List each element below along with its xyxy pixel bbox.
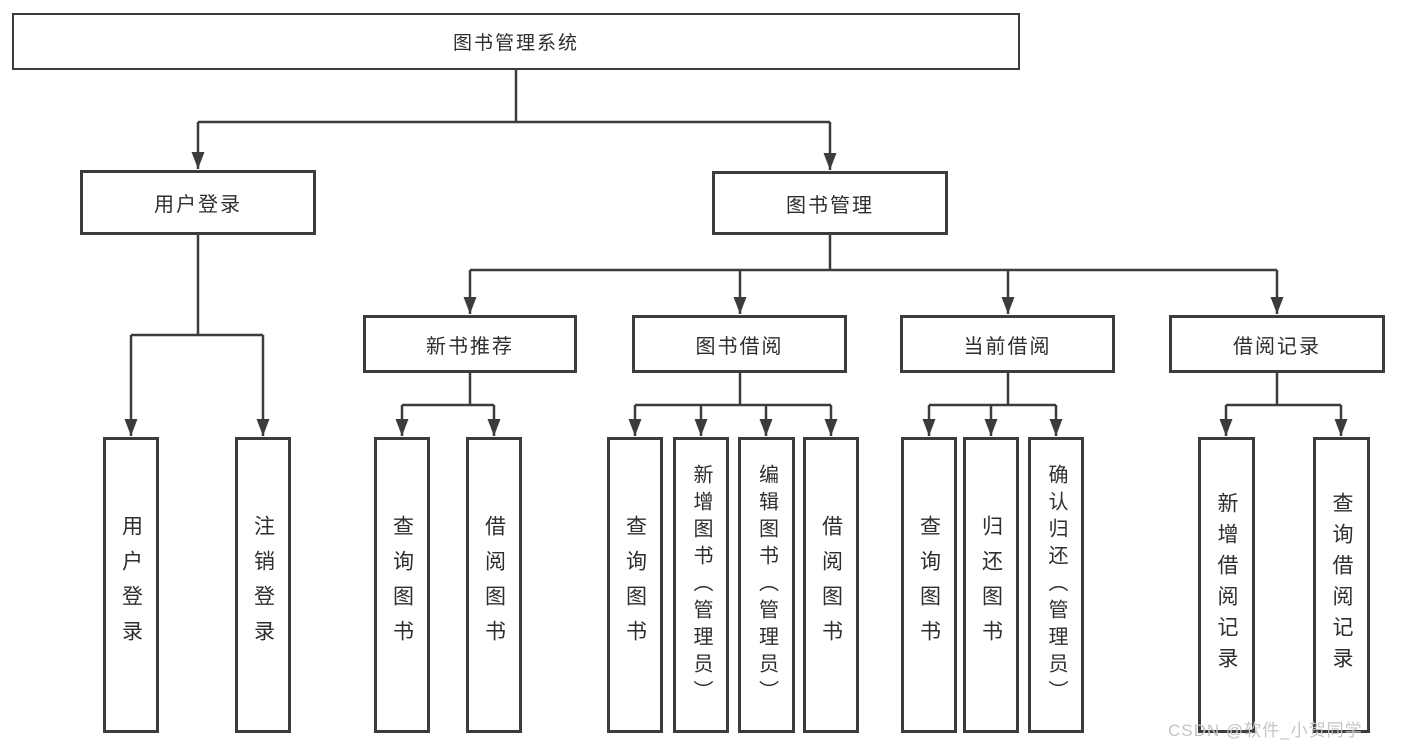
leaf-query-books-recommend: 查询图书 bbox=[374, 437, 430, 733]
leaf-label: 确认归还（管理员） bbox=[1045, 463, 1067, 707]
node-label: 新书推荐 bbox=[426, 335, 514, 358]
leaf-label: 归还图书 bbox=[979, 515, 1003, 655]
leaf-borrow-books: 借阅图书 bbox=[803, 437, 859, 733]
csdn-watermark: CSDN @软件_小贺同学 bbox=[1168, 721, 1363, 740]
node-label: 图书借阅 bbox=[695, 335, 784, 358]
node-label: 借阅记录 bbox=[1233, 335, 1321, 358]
leaf-label: 编辑图书（管理员） bbox=[755, 463, 778, 707]
leaf-borrow-books-recommend: 借阅图书 bbox=[466, 437, 522, 733]
leaf-label: 借阅图书 bbox=[482, 515, 506, 655]
leaf-edit-book-admin: 编辑图书（管理员） bbox=[738, 437, 795, 733]
tree-branch-lines bbox=[131, 70, 1341, 407]
leaf-add-borrow-record: 新增借阅记录 bbox=[1198, 437, 1255, 733]
leaf-label: 查询图书 bbox=[623, 515, 647, 655]
node-new-book-recommend: 新书推荐 bbox=[363, 315, 577, 373]
node-current-borrow: 当前借阅 bbox=[900, 315, 1115, 373]
node-borrow-records: 借阅记录 bbox=[1169, 315, 1385, 373]
node-label: 当前借阅 bbox=[963, 335, 1052, 358]
leaf-query-books-current: 查询图书 bbox=[901, 437, 957, 733]
leaf-label: 查询图书 bbox=[917, 515, 941, 655]
leaf-label: 新增借阅记录 bbox=[1215, 492, 1238, 678]
leaf-label: 查询图书 bbox=[390, 515, 414, 655]
leaf-label: 用户登录 bbox=[119, 515, 143, 655]
leaf-label: 注销登录 bbox=[251, 515, 275, 655]
leaf-return-book: 归还图书 bbox=[963, 437, 1019, 733]
node-label: 图书管理 bbox=[786, 194, 874, 217]
node-user-login: 用户登录 bbox=[80, 170, 316, 235]
leaf-label: 新增图书（管理员） bbox=[690, 463, 712, 707]
node-book-borrow: 图书借阅 bbox=[632, 315, 847, 373]
node-label: 图书管理系统 bbox=[452, 33, 579, 54]
leaf-query-books-borrow: 查询图书 bbox=[607, 437, 663, 733]
leaf-confirm-return-admin: 确认归还（管理员） bbox=[1028, 437, 1084, 733]
leaf-logout: 注销登录 bbox=[235, 437, 291, 733]
leaf-user-login: 用户登录 bbox=[103, 437, 159, 733]
node-book-management: 图书管理 bbox=[712, 171, 948, 235]
node-label: 用户登录 bbox=[154, 194, 242, 216]
leaf-label: 借阅图书 bbox=[819, 515, 843, 655]
leaf-label: 查询借阅记录 bbox=[1330, 492, 1353, 678]
node-library-management-system: 图书管理系统 bbox=[12, 13, 1020, 70]
leaf-query-borrow-record: 查询借阅记录 bbox=[1313, 437, 1370, 733]
leaf-add-book-admin: 新增图书（管理员） bbox=[673, 437, 729, 733]
